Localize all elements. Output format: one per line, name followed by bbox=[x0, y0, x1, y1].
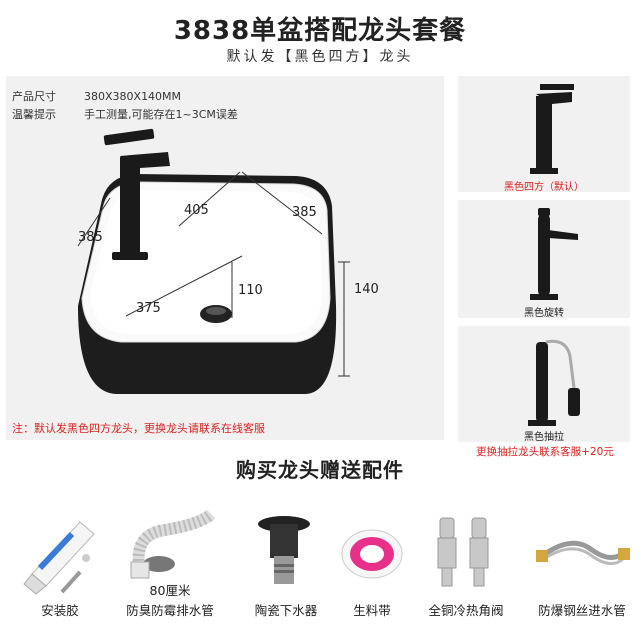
accessory-drain-hose: 80厘米 防臭防霉排水管 bbox=[115, 504, 216, 640]
default-faucet-note: 注：默认发黑色四方龙头，更换龙头请联系在线客服 bbox=[12, 422, 265, 435]
dim-drain-depth: 110 bbox=[238, 283, 263, 298]
accessory-label: 防爆钢丝进水管 bbox=[538, 603, 626, 618]
dim-height: 140 bbox=[354, 282, 379, 297]
accessories-title: 购买龙头赠送配件 bbox=[236, 458, 404, 482]
pop-up-drain-icon bbox=[258, 516, 310, 584]
basin-faucet bbox=[103, 128, 170, 260]
angle-valve-icon bbox=[437, 517, 489, 587]
accessory-angle-valve: 全铜冷热角阀 bbox=[416, 504, 516, 640]
accessory-ptfe-tape: 生料带 bbox=[322, 504, 422, 640]
basin-bowl bbox=[90, 190, 322, 334]
faucet-option-square[interactable]: 黑色四方（默认） bbox=[458, 76, 630, 193]
accessory-label: 全铜冷热角阀 bbox=[428, 603, 504, 618]
spec-size: 产品尺寸 380X380X140MM bbox=[12, 88, 181, 104]
dim-inner-width: 375 bbox=[136, 301, 161, 316]
basin-illustration: 385 405 385 140 375 110 bbox=[77, 128, 379, 394]
spec-label: 温馨提示 bbox=[12, 108, 56, 121]
pullout-faucet-icon bbox=[528, 339, 580, 426]
accessory-braided-hose: 防爆钢丝进水管 bbox=[532, 504, 632, 640]
accessory-label: 生料带 bbox=[353, 603, 391, 618]
page-title: 3838单盆搭配龙头套餐 bbox=[173, 16, 467, 46]
faucet-option-pullout[interactable]: 黑色抽拉 bbox=[458, 326, 630, 443]
faucet-option-rotating[interactable]: 黑色旋转 bbox=[458, 200, 630, 319]
accessory-label: 防臭防霉排水管 bbox=[126, 603, 214, 618]
accessory-pop-up-drain: 陶瓷下水器 bbox=[236, 504, 336, 640]
rotating-faucet-icon bbox=[530, 208, 578, 300]
braided-hose-icon bbox=[536, 540, 630, 565]
accessory-label: 陶瓷下水器 bbox=[254, 603, 318, 618]
drain-hose-icon bbox=[130, 509, 216, 579]
dim-right-depth: 385 bbox=[292, 205, 317, 220]
square-faucet-icon bbox=[530, 84, 574, 174]
accessory-caption: 80厘米 bbox=[149, 583, 191, 598]
accessory-label: 安装胶 bbox=[41, 603, 79, 618]
faucet-option-label: 黑色旋转 bbox=[524, 308, 564, 319]
page-subtitle: 默认发【黑色四方】龙头 bbox=[226, 49, 414, 65]
dim-left-depth: 385 bbox=[78, 230, 103, 245]
glue-tube-icon bbox=[23, 521, 95, 595]
spec-tip: 温馨提示 手工测量,可能存在1~3CM误差 bbox=[12, 106, 238, 122]
spec-value: 380X380X140MM bbox=[84, 90, 182, 103]
spec-label: 产品尺寸 bbox=[12, 90, 56, 103]
product-panel: 产品尺寸 380X380X140MM 温馨提示 手工测量,可能存在1~3CM误差 bbox=[6, 76, 444, 440]
faucet-option-label: 黑色抽拉 bbox=[524, 432, 564, 443]
accessory-glue: 安装胶 bbox=[10, 504, 110, 640]
upsell-note: 更换抽拉龙头联系客服+20元 bbox=[476, 446, 614, 458]
ptfe-tape-icon bbox=[341, 529, 403, 579]
dim-center-top: 405 bbox=[184, 203, 209, 218]
spec-value: 手工测量,可能存在1~3CM误差 bbox=[84, 108, 238, 121]
dimension-lines bbox=[77, 171, 350, 377]
faucet-option-label: 黑色四方（默认） bbox=[504, 182, 584, 193]
